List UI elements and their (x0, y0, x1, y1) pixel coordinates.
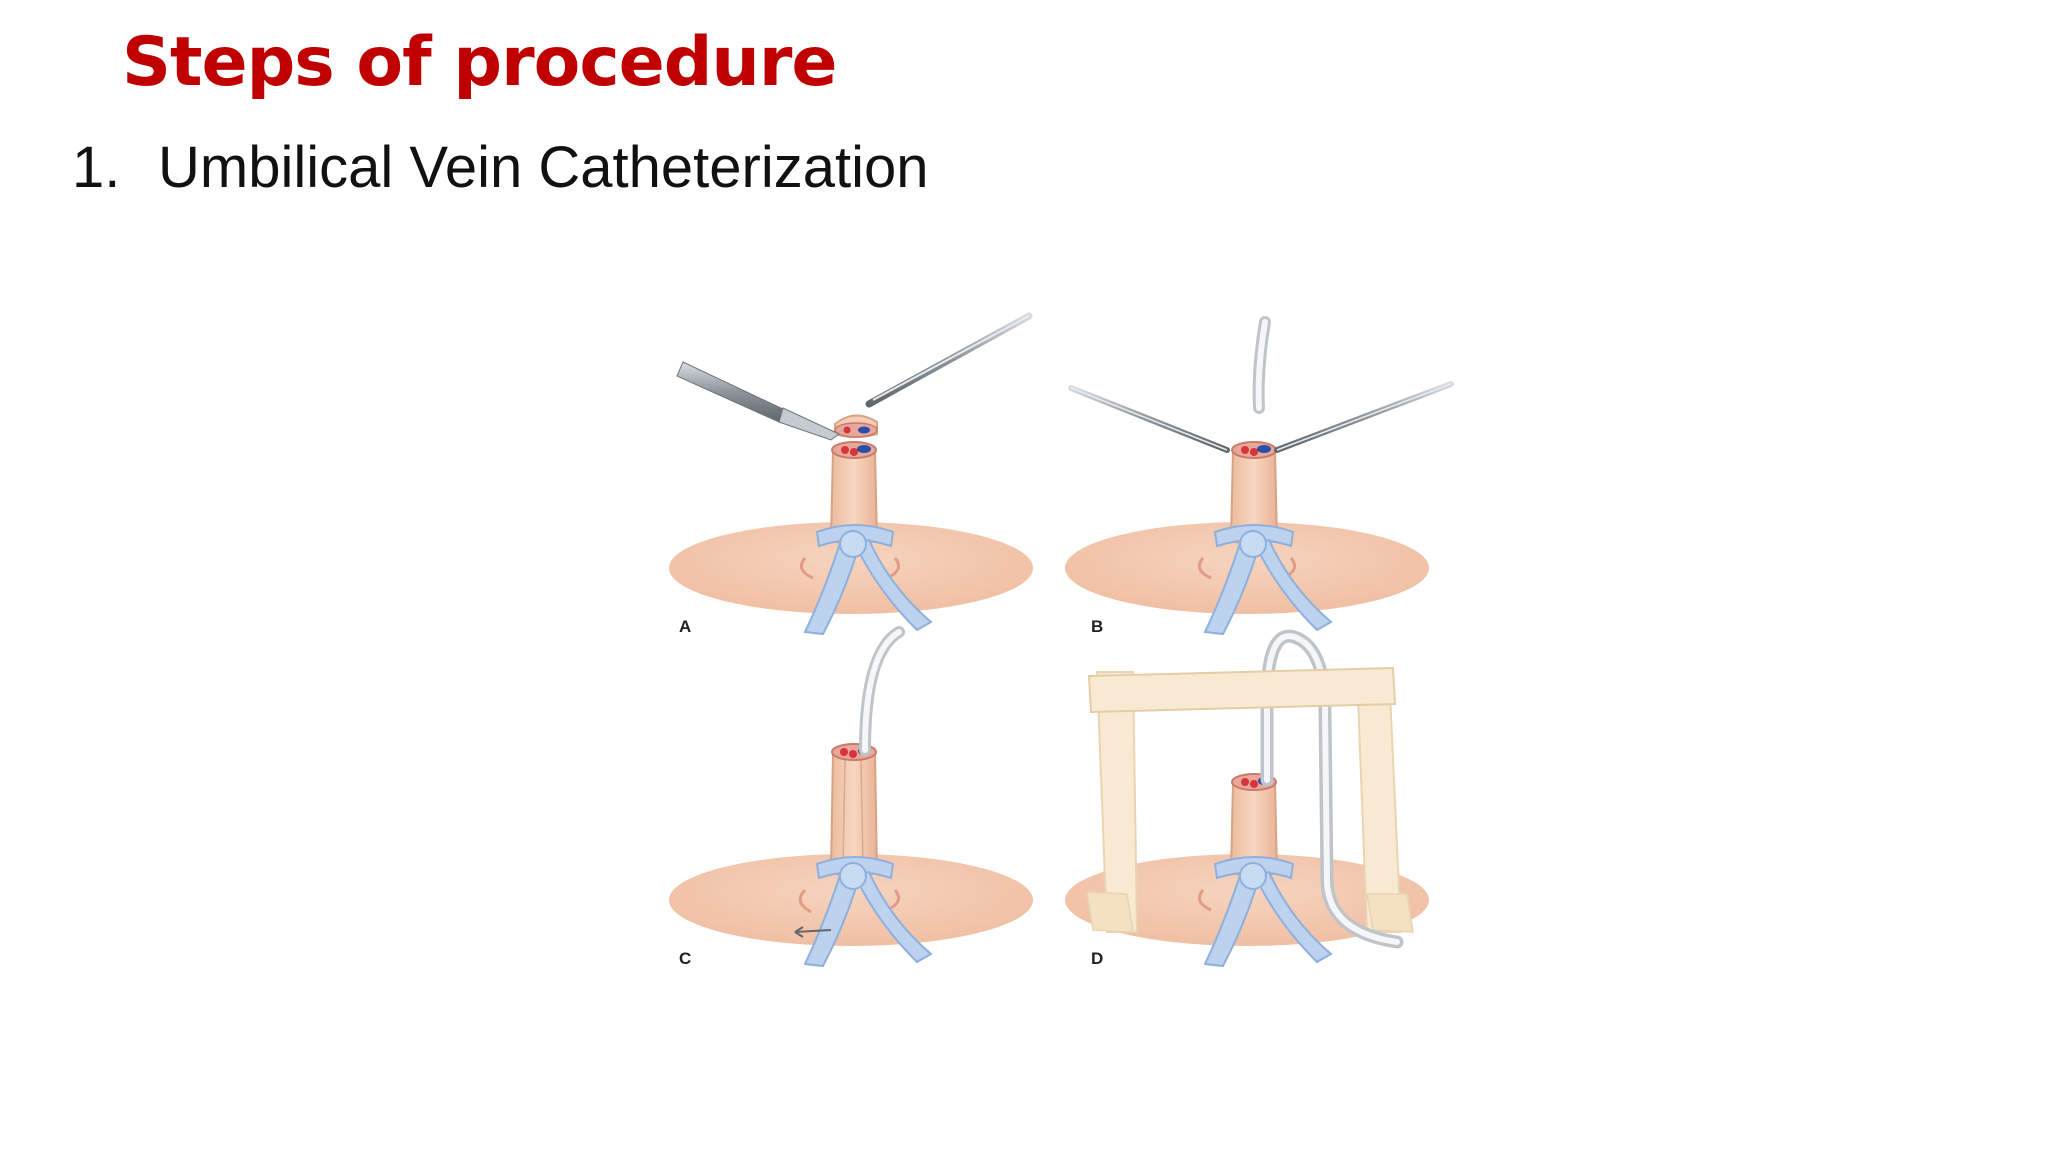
panel-label-d: D (1091, 949, 1103, 968)
panel-label-c: C (679, 949, 691, 968)
direction-arrow-icon (794, 929, 832, 933)
list-item-umbilical-vein-catheterization: 1. Umbilical Vein Catheterization (72, 128, 928, 208)
list-text: Umbilical Vein Catheterization (158, 135, 929, 200)
panel-c: C (669, 626, 1033, 968)
procedure-illustration: A B (655, 300, 1475, 980)
tape-bridge-top (1087, 666, 1397, 714)
artery (850, 448, 858, 456)
scalpel-icon (676, 361, 786, 423)
panel-label-a: A (679, 617, 691, 636)
list-number: 1. (72, 135, 121, 200)
artery (841, 446, 849, 454)
panel-d: D (1065, 629, 1429, 968)
panel-b: B (1065, 316, 1454, 636)
tape-bridge-leg (1095, 671, 1139, 933)
panel-label-b: B (1091, 617, 1103, 636)
slide-title: Steps of procedure (122, 23, 837, 102)
panel-a: A (669, 312, 1033, 636)
vein (857, 445, 871, 453)
